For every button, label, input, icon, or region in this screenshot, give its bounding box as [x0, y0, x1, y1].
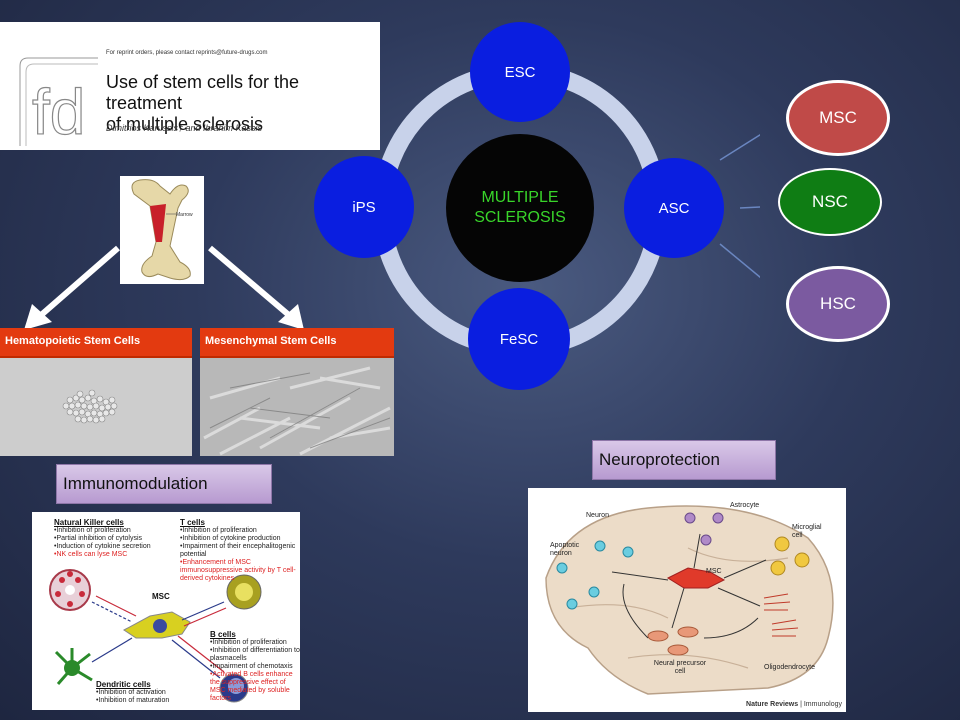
immuno-msc-label: MSC — [152, 592, 170, 601]
immunomodulation-label: Immunomodulation — [56, 464, 272, 504]
paper-title: Use of stem cells for the treatment of m… — [106, 72, 300, 134]
immuno-graphics — [49, 569, 262, 703]
label-neuron: Neuron — [586, 512, 609, 519]
msc-micrograph — [200, 358, 394, 456]
branch-nsc: NSC — [778, 168, 882, 236]
arrow-right-head — [278, 304, 304, 330]
label-neuro-msc: MSC — [706, 568, 722, 575]
immunomodulation-figure: Natural Killer cells •Inhibition of prol… — [32, 512, 300, 710]
branch-line-hsc — [719, 243, 760, 279]
svg-text:Marrow: Marrow — [176, 212, 193, 218]
t-cells-text: T cells •Inhibition of proliferation •In… — [180, 518, 296, 582]
branch-msc: MSC — [786, 80, 890, 156]
arrow-left-head — [24, 304, 52, 330]
node-ips: iPS — [314, 156, 414, 258]
label-oligodendrocyte: Oligodendrocyte — [764, 664, 815, 671]
node-esc: ESC — [470, 22, 570, 122]
neuro-graphics — [545, 505, 834, 695]
hsc-label: Hematopoietic Stem Cells — [0, 328, 192, 358]
label-apoptotic-neuron: Apoptotic neuron — [550, 542, 580, 557]
neuroprotection-figure: Astrocyte Neuron Microglial cell Apoptot… — [528, 488, 846, 712]
node-fesc: FeSC — [468, 288, 570, 390]
center-multiple-sclerosis: MULTIPLE SCLEROSIS — [446, 134, 594, 282]
branch-hsc: HSC — [786, 266, 890, 342]
b-cells-text: B cells •Inhibition of proliferation •In… — [210, 630, 300, 702]
paper-header: fd For reprint orders, please contact re… — [0, 22, 380, 150]
paper-authors: Dimitrios Karussis† and Ibrahim Kassis — [106, 123, 263, 133]
svg-text:fd: fd — [32, 76, 85, 148]
label-astrocyte: Astrocyte — [730, 502, 760, 509]
label-microglial: Microglial cell — [792, 524, 822, 539]
branch-line-nsc — [739, 206, 760, 209]
hsc-micrograph — [0, 358, 192, 456]
nk-cells-text: Natural Killer cells •Inhibition of prol… — [54, 518, 151, 558]
neuroprotection-label: Neuroprotection — [592, 440, 776, 480]
journal-logo: fd — [19, 57, 98, 148]
reprint-notice: For reprint orders, please contact repri… — [106, 50, 268, 56]
branch-line-msc — [719, 133, 760, 161]
label-neural-precursor: Neural precursor cell — [653, 660, 707, 675]
brain-outline — [545, 505, 834, 695]
femur-image: Marrow — [120, 176, 204, 284]
bone-arrows — [24, 245, 304, 330]
dendritic-cells-text: Dendritic cells •Inhibition of activatio… — [96, 680, 170, 704]
msc-label: Mesenchymal Stem Cells — [200, 328, 394, 358]
node-asc: ASC — [624, 158, 724, 258]
nature-reviews-credit: Nature Reviews | Immunology — [746, 701, 842, 708]
